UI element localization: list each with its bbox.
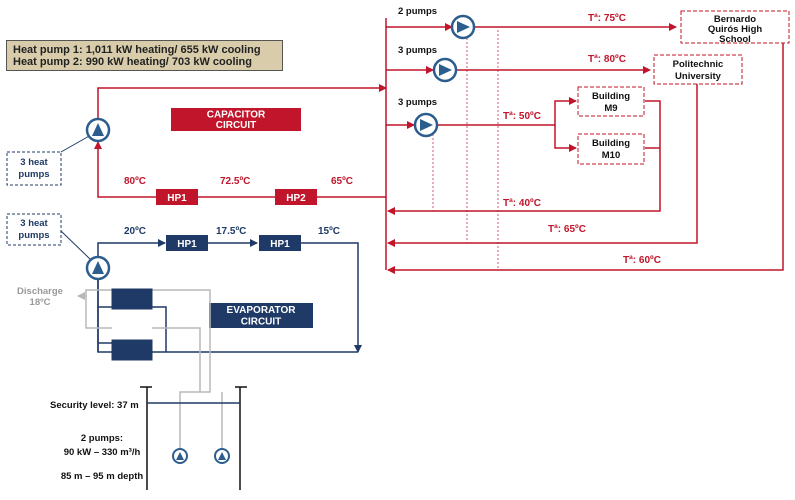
svg-text:HP1: HP1 [177,239,197,250]
groundwater-loop [77,289,223,450]
svg-text:Building: Building [592,91,630,102]
svg-text:Politechnic: Politechnic [673,59,724,70]
well-pump-2-icon [214,448,230,464]
security-level-label: Security level: 37 m [50,400,139,411]
svg-text:M9: M9 [604,103,617,114]
buildings-pumps-label: 3 pumps [398,97,437,108]
buildings-supply-temp: Tª: 50ºC [503,111,541,122]
building-m9-box: Building M9 [577,86,645,117]
capacitor-heat-pumps-note: 3 heat pumps [6,151,62,186]
svg-text:Building: Building [592,138,630,149]
svg-text:M10: M10 [602,150,620,161]
svg-text:3 heat: 3 heat [20,218,48,229]
heat-exchanger-2 [111,339,153,361]
university-return-pipe [387,84,698,247]
buildings-return-pipe [387,100,661,215]
school-supply-temp: Tª: 75ºC [588,13,626,24]
svg-text:School: School [719,34,751,45]
evaporator-temp-17-5: 17.5ºC [216,226,246,237]
svg-text:EVAPORATOR: EVAPORATOR [227,305,297,316]
heat-pump-info-box: Heat pump 1: 1,011 kW heating/ 655 kW co… [6,40,283,71]
discharge-label: Discharge [17,286,63,297]
evaporator-circuit-label: EVAPORATOR CIRCUIT [209,303,313,328]
svg-text:HP1: HP1 [167,193,187,204]
svg-text:3 heat: 3 heat [20,157,48,168]
capacitor-note-pointer [60,134,92,153]
capacitor-circuit [94,18,784,274]
svg-text:Quirós High: Quirós High [708,24,763,35]
well-pumps-spec: 90 kW – 330 m³/h [64,447,141,458]
school-pumps-label: 2 pumps [398,6,437,17]
evaporator-pump-icon [85,255,111,281]
school-pump-icon [450,14,476,40]
capacitor-label-line1: CAPACITOR [207,110,266,121]
svg-text:CIRCUIT: CIRCUIT [241,317,282,328]
heat-exchanger-1 [111,288,153,310]
university-pump-icon [432,57,458,83]
building-m10-box: Building M10 [577,133,645,165]
evaporator-heat-pumps-note: 3 heat pumps [6,213,62,246]
well-pumps-label: 2 pumps: [81,433,123,444]
svg-text:HP2: HP2 [286,193,306,204]
capacitor-hp2-unit: HP2 [275,189,317,205]
university-supply-temp: Tª: 80ºC [588,54,626,65]
svg-text:pumps: pumps [18,230,49,241]
heat-pump-2-spec: Heat pump 2: 990 kW heating/ 703 kW cool… [13,56,252,68]
evaporator-temp-15: 15ºC [318,226,340,237]
well-return-pipe [152,327,201,392]
well-pump-1-icon [172,448,188,464]
capacitor-circuit-label: CAPACITOR CIRCUIT [171,108,301,131]
capacitor-temp-72-5: 72.5ºC [220,176,250,187]
university-consumer-box: Politechnic University [653,54,743,85]
evaporator-out-pipe-1 [97,239,166,258]
exchanger-1-out [152,306,167,352]
svg-text:University: University [675,71,722,82]
evaporator-hp1-unit-a: HP1 [166,235,208,251]
evaporator-temp-20: 20ºC [124,226,146,237]
capacitor-hp1-unit: HP1 [156,189,198,205]
buildings-return-temp: Tª: 40ºC [503,198,541,209]
school-consumer-box: Bernardo Quirós High School [680,10,790,45]
capacitor-return-pipe [94,141,386,198]
evaporator-note-pointer [60,230,92,261]
capacitor-label-line2: CIRCUIT [216,120,257,131]
evaporator-hp1-unit-b: HP1 [259,235,301,251]
buildings-pump-icon [413,112,439,138]
university-return-temp: Tª: 65ºC [548,224,586,235]
evaporator-circuit [97,239,362,353]
well-supply-pipe [85,289,211,450]
evaporator-down-pipe [301,242,362,353]
svg-text:pumps: pumps [18,169,49,180]
university-pumps-label: 3 pumps [398,45,437,56]
svg-text:Bernardo: Bernardo [714,14,756,25]
discharge-temp: 18ºC [30,297,51,308]
pump-bypass-lines [432,30,499,270]
well-shaft [140,386,247,490]
svg-text:HP1: HP1 [270,239,290,250]
school-return-temp: Tª: 60ºC [623,255,661,266]
heat-pump-1-spec: Heat pump 1: 1,011 kW heating/ 655 kW co… [13,44,261,56]
capacitor-pump-icon [85,117,111,143]
building-m9-supply-pipe [438,97,577,126]
well-depth-label: 85 m – 95 m depth [61,471,144,482]
capacitor-temp-65: 65ºC [331,176,353,187]
building-m10-supply-pipe [554,125,577,152]
capacitor-temp-80: 80ºC [124,176,146,187]
school-return-pipe [387,38,784,274]
